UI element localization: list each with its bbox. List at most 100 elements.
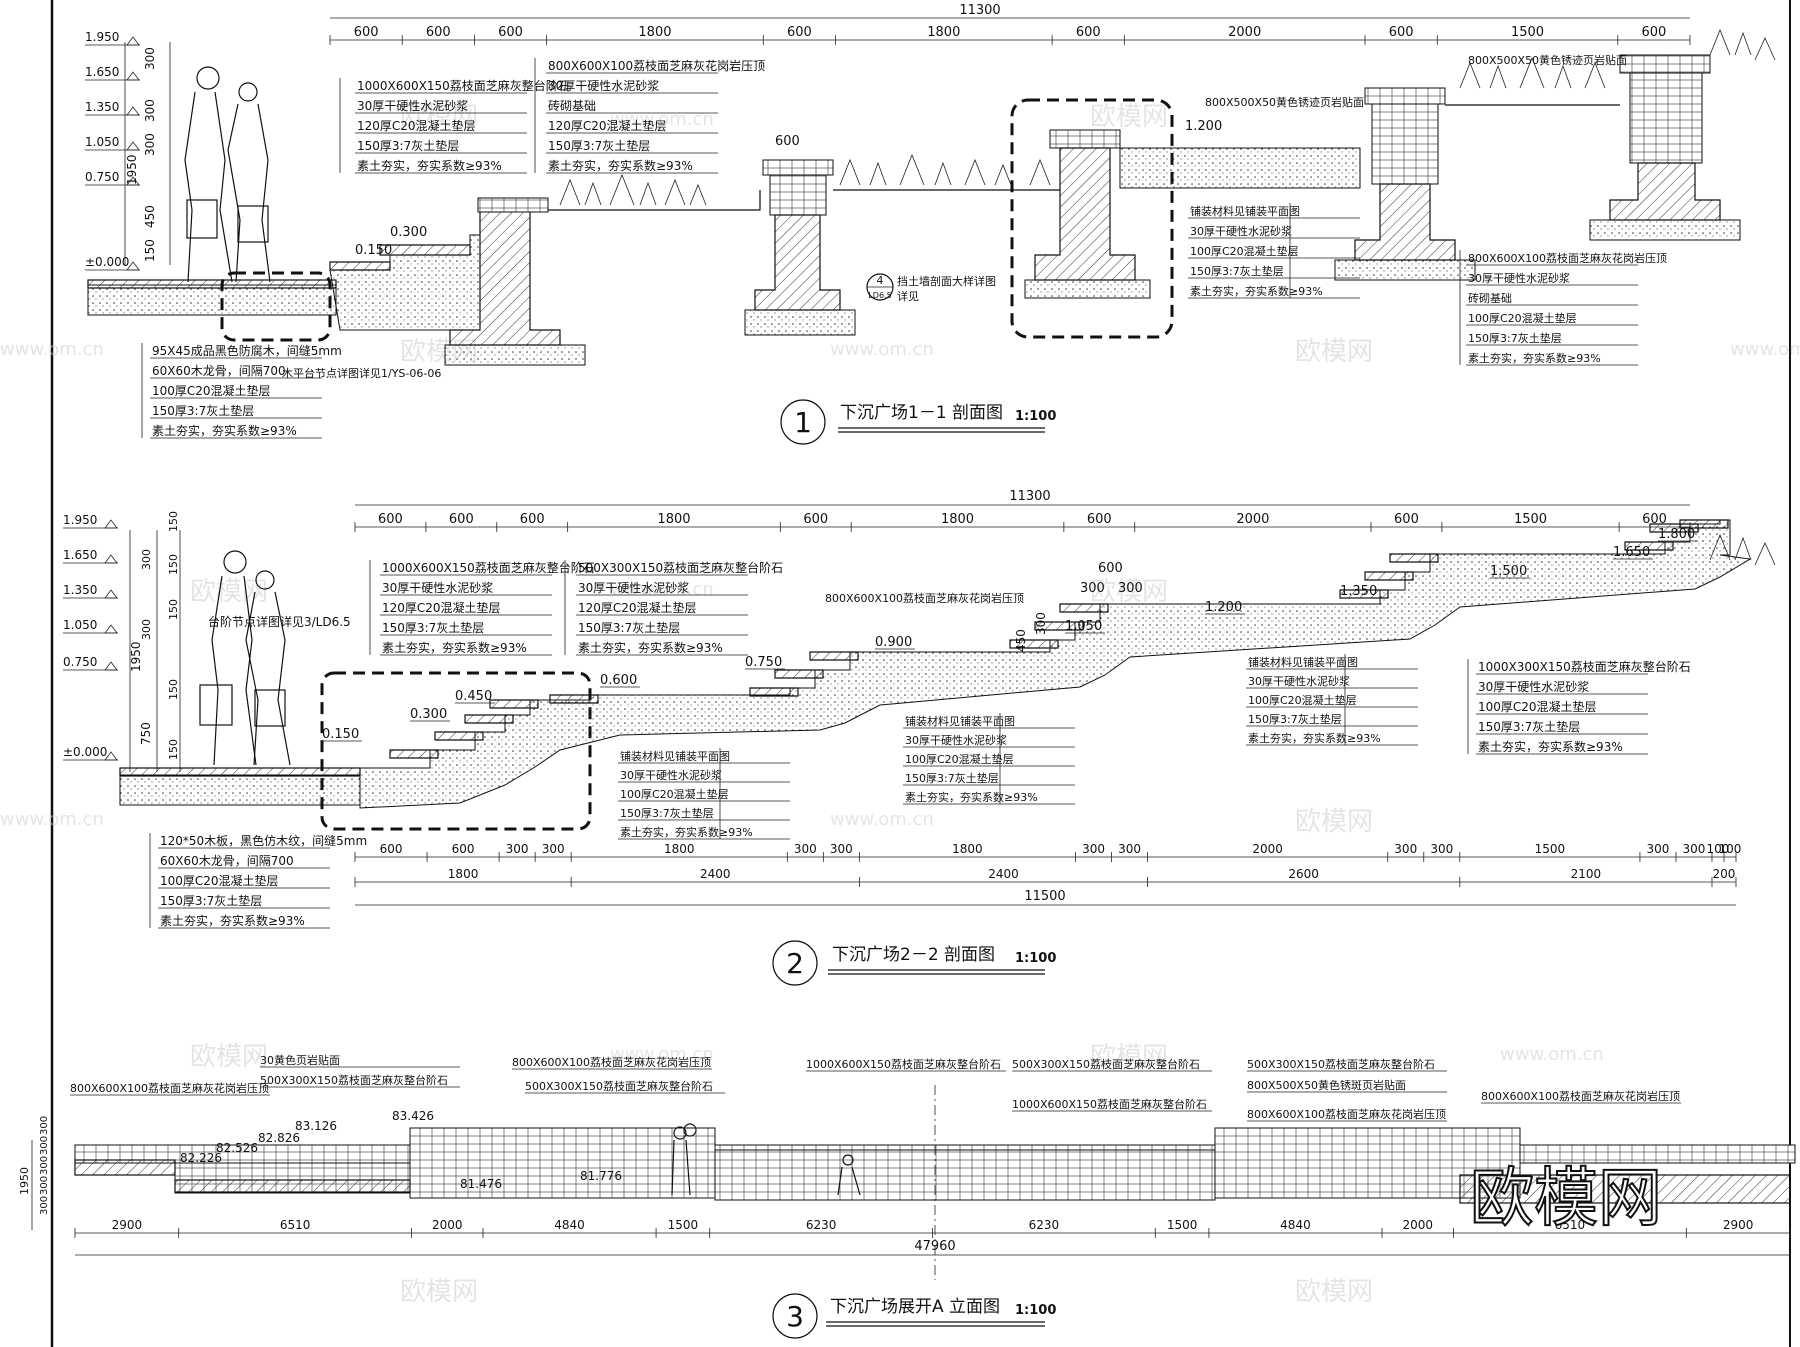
dim-value: 300 — [1082, 842, 1105, 856]
dim-value: 2900 — [1723, 1218, 1754, 1232]
column-footing — [1334, 259, 1476, 281]
dim-value: 2000 — [1252, 842, 1283, 856]
dim-value: 600 — [1641, 25, 1666, 40]
dim-value: 2000 — [1402, 1218, 1433, 1232]
note-line: 100厚C20混凝土垫层 — [1248, 693, 1357, 707]
elevation-notes: 30黄色页岩贴面800X600X100荔枝面芝麻灰花岗岩压顶500X300X15… — [70, 1053, 1681, 1122]
step-level: 0.900 — [875, 635, 912, 650]
vdim: 300 — [143, 133, 157, 156]
elevation-note: 800X500X50黄色锈斑页岩贴面 — [1247, 1078, 1406, 1092]
wood-deck — [119, 767, 361, 777]
people-figure — [184, 66, 271, 283]
note-line: 95X45成品黑色防腐木，间缝5mm — [152, 343, 342, 358]
section-title: 3 下沉广场展开A 立面图 1:100 — [772, 1293, 1056, 1339]
note-line: 素土夯实，夯实系数≥93% — [1468, 351, 1601, 365]
note-line: 150厚3:7灰土垫层 — [160, 893, 262, 908]
level-value: ±0.000 — [63, 745, 107, 759]
elevation-note: 800X600X100荔枝面芝麻灰花岗岩压顶 — [512, 1055, 711, 1069]
dim-value: 600 — [449, 512, 474, 527]
detail-num: 4 — [877, 274, 884, 287]
column-cap — [1364, 87, 1446, 105]
elevation-value: 83.126 — [295, 1119, 337, 1133]
note-line: 1000X300X150荔枝面芝麻灰整台阶石 — [1478, 659, 1691, 674]
vdim: 1950 — [125, 154, 139, 185]
note: 800X500X50黄色锈迹页岩贴面 — [1468, 53, 1627, 67]
section-3: 30黄色页岩贴面800X600X100荔枝面芝麻灰花岗岩压顶500X300X15… — [18, 1053, 1796, 1339]
elevation-note: 500X300X150荔枝面芝麻灰整台阶石 — [1012, 1057, 1200, 1071]
column-veneer — [1629, 72, 1703, 164]
elevation-note: 500X300X150荔枝面芝麻灰整台阶石 — [260, 1073, 448, 1087]
title-num: 3 — [786, 1300, 804, 1333]
dim-value: 6510 — [1555, 1218, 1586, 1232]
note-line: 30厚干硬性水泥砂浆 — [1468, 271, 1570, 285]
level: 0.150 — [355, 243, 392, 258]
note-line: 30厚干硬性水泥砂浆 — [382, 580, 493, 595]
dim-value: 1800 — [952, 842, 983, 856]
vdim: 750 — [139, 722, 153, 745]
title-text: 下沉广场展开A 立面图 — [830, 1297, 1000, 1317]
note-line: 素土夯实，夯实系数≥93% — [548, 158, 693, 173]
shrubs — [1709, 28, 1776, 61]
vdim: 300 — [39, 1176, 50, 1195]
dim: 300 — [1080, 581, 1105, 596]
dim-total: 11500 — [1024, 889, 1065, 904]
note-line: 素土夯实，夯实系数≥93% — [620, 825, 753, 839]
note-line: 砖砌基础 — [548, 98, 596, 113]
material-note: 120*50木板，黑色仿木纹，间缝5mm60X60木龙骨，间隔700100厚C2… — [149, 833, 367, 929]
vdim: 1950 — [18, 1167, 31, 1195]
note-line: 150厚3:7灰土垫层 — [1468, 331, 1562, 345]
level-triangle — [126, 71, 140, 81]
dim-value: 600 — [1076, 25, 1101, 40]
note-line: 素土夯实，夯实系数≥93% — [382, 640, 527, 655]
step-level: 1.650 — [1613, 545, 1650, 560]
dim-value: 6230 — [806, 1218, 837, 1232]
note-line: 800X600X100荔枝面芝麻灰花岗岩压顶 — [1468, 251, 1667, 265]
planting-band — [1459, 1174, 1791, 1204]
step-level: 1.500 — [1490, 564, 1527, 579]
dim-value: 600 — [803, 512, 828, 527]
dim-value: 600 — [380, 842, 403, 856]
step-levels: 0.1500.3000.4500.6000.7500.9001.0501.200… — [322, 527, 1698, 742]
dim-value: 300 — [794, 842, 817, 856]
material-note: 铺装材料见铺装平面图30厚干硬性水泥砂浆100厚C20混凝土垫层150厚3:7灰… — [1188, 203, 1360, 299]
level-triangle — [104, 661, 118, 671]
title-num: 2 — [786, 947, 804, 980]
level-value: 1.650 — [63, 548, 97, 562]
dim-value: 300 — [830, 842, 853, 856]
material-note: 1000X600X150荔枝面芝麻灰整台阶石30厚干硬性水泥砂浆120厚C20混… — [339, 78, 570, 174]
dim-value: 1800 — [448, 867, 479, 881]
level-value: 1.950 — [63, 513, 97, 527]
elevation-wall — [409, 1127, 716, 1199]
watermark: 欧模网 — [400, 102, 478, 132]
dim-value: 300 — [542, 842, 565, 856]
title-scale: 1:100 — [1015, 409, 1056, 424]
elevation-marks: 83.42683.12682.82682.52682.22681.47681.7… — [180, 1109, 622, 1191]
step-stones — [329, 244, 471, 271]
dim-value: 300 — [1430, 842, 1453, 856]
level-triangle — [126, 141, 140, 151]
material-note: 铺装材料见铺装平面图30厚干硬性水泥砂浆100厚C20混凝土垫层150厚3:7灰… — [618, 748, 790, 840]
dim-value: 1500 — [1167, 1218, 1198, 1232]
level-triangle — [104, 624, 118, 634]
elevation-note: 1000X600X150荔枝面芝麻灰整台阶石 — [1012, 1097, 1207, 1111]
level: 1.200 — [1185, 119, 1222, 134]
note-line: 120厚C20混凝土垫层 — [578, 600, 697, 615]
dim-value: 2100 — [1571, 867, 1602, 881]
watermark: 欧模网 — [1295, 1277, 1373, 1307]
watermark: 欧模网 — [1295, 807, 1373, 837]
wood-deck — [87, 279, 337, 289]
level-triangle — [104, 589, 118, 599]
column-veneer — [769, 174, 827, 216]
level-value: 0.750 — [63, 655, 97, 669]
dim-value: 600 — [787, 25, 812, 40]
level-triangle — [104, 554, 118, 564]
step-level: 1.800 — [1658, 527, 1695, 542]
note-line: 素土夯实，夯实系数≥93% — [578, 640, 723, 655]
note-line: 500X300X150荔枝面芝麻灰整台阶石 — [578, 560, 783, 575]
note-line: 砖砌基础 — [1468, 291, 1512, 305]
note-line: 150厚3:7灰土垫层 — [578, 620, 680, 635]
note-line: 800X600X100荔枝面芝麻灰花岗岩压顶 — [548, 58, 765, 73]
